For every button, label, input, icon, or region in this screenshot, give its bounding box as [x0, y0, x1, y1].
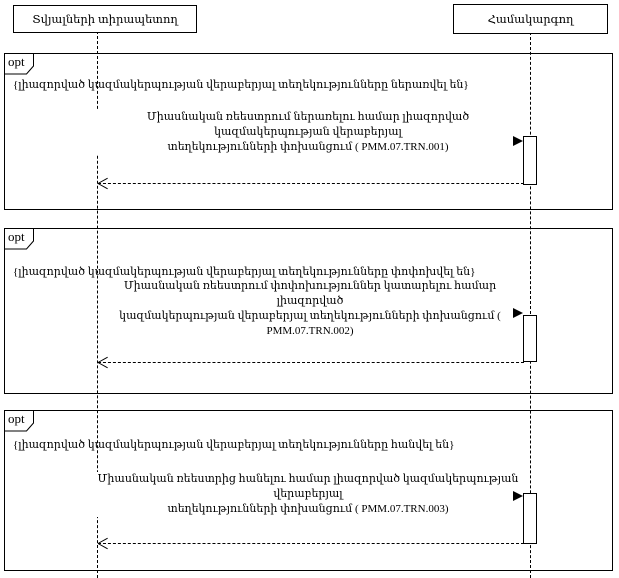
message-1-line2: տեղեկությունների փոխանցում ( PMM.07.TRN.… [167, 141, 449, 153]
actor-coordinator: Համակարգող [453, 4, 608, 34]
fragment-3-operator-tab: opt [4, 410, 36, 432]
message-1-line1: Միասնական ռեեստրում ներառելու համար լիազ… [146, 111, 470, 138]
fragment-2-operator-label: opt [8, 229, 25, 244]
fragment-1-operator-tab: opt [4, 53, 36, 75]
message-3-filled-arrowhead-icon [513, 491, 523, 501]
return-1-line [98, 183, 524, 184]
fragment-3-operator-label: opt [8, 411, 25, 426]
fragment-tab-shape-icon [4, 228, 34, 250]
activation-bar-2 [523, 315, 537, 362]
fragment-tab-shape-icon [4, 410, 34, 432]
actor-data-owner: Տվյալների տիրապետող [13, 5, 197, 33]
return-3-open-arrowhead-icon [98, 537, 109, 550]
opt-fragment-3: opt {լիազորված կազմակերպության վերաբերյա… [4, 410, 613, 571]
fragment-1-guard: {լիազորված կազմակերպության վերաբերյալ տե… [13, 79, 469, 91]
fragment-2-guard: {լիազորված կազմակերպության վերաբերյալ տե… [13, 266, 476, 278]
activation-bar-1 [523, 136, 537, 185]
return-2-open-arrowhead-icon [98, 356, 109, 369]
fragment-3-guard: {լիազորված կազմակերպության վերաբերյալ տե… [13, 439, 455, 451]
activation-bar-3 [523, 493, 537, 544]
message-3-line1: Միասնական ռեեստրից հանելու համար լիազորվ… [97, 473, 519, 500]
return-2-line [98, 362, 524, 363]
message-2-line1: Միասնական ռեեստրում փոփոխություններ կատա… [123, 280, 497, 307]
lifeline-data-owner [97, 31, 98, 578]
actor-data-owner-label: Տվյալների տիրապետող [32, 14, 178, 26]
actor-coordinator-label: Համակարգող [487, 14, 574, 26]
return-1-open-arrowhead-icon [98, 177, 109, 190]
fragment-1-operator-label: opt [8, 54, 25, 69]
message-2-line2: կազմակերպության վերաբերյալ տեղեկությունն… [119, 310, 501, 337]
fragment-tab-shape-icon [4, 53, 34, 75]
message-2-label: Միասնական ռեեստրում փոփոխություններ կատա… [98, 279, 522, 339]
message-3-label: Միասնական ռեեստրից հանելու համար լիազորվ… [96, 472, 520, 517]
message-2-filled-arrowhead-icon [513, 308, 523, 318]
lifeline-coordinator [530, 32, 531, 578]
return-3-line [98, 543, 524, 544]
message-1-label: Միասնական ռեեստրում ներառելու համար լիազ… [96, 110, 520, 155]
opt-fragment-1: opt {լիազորված կազմակերպության վերաբերյա… [4, 53, 613, 210]
fragment-2-operator-tab: opt [4, 228, 36, 250]
message-1-filled-arrowhead-icon [513, 136, 523, 146]
message-3-line2: տեղեկությունների փոխանցում ( PMM.07.TRN.… [167, 503, 449, 515]
opt-fragment-2: opt {լիազորված կազմակերպության վերաբերյա… [4, 228, 613, 394]
